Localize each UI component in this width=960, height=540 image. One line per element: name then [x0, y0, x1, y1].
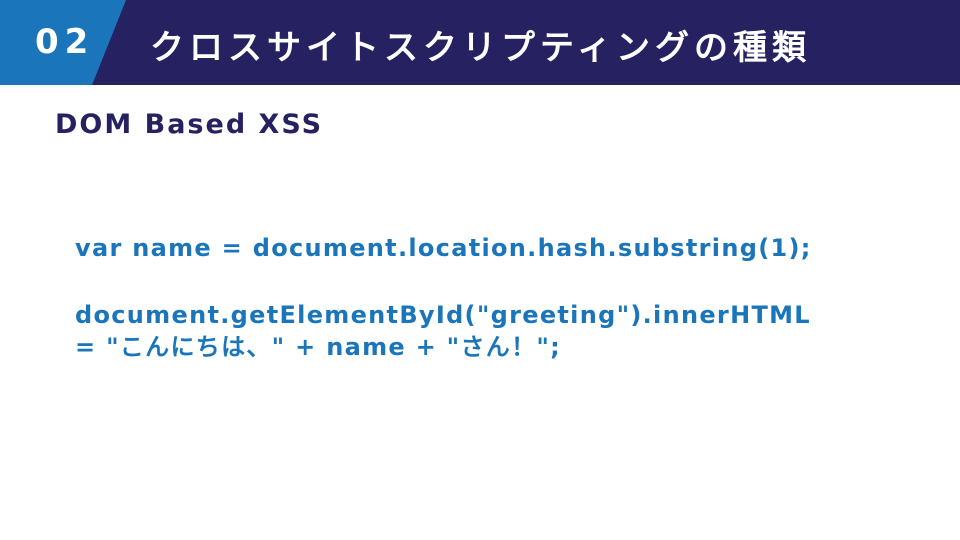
code-line-2: document.getElementById("greeting").inne… [75, 301, 811, 329]
slide-subtitle: DOM Based XSS [55, 109, 324, 140]
slide-header: 02 クロスサイトスクリプティングの種類 [0, 0, 960, 85]
section-number: 02 [35, 22, 95, 62]
code-line-1: var name = document.location.hash.substr… [75, 234, 812, 262]
code-line-3: = "こんにちは、" + name + "さん！"; [75, 333, 562, 361]
slide-title: クロスサイトスクリプティングの種類 [150, 28, 811, 68]
